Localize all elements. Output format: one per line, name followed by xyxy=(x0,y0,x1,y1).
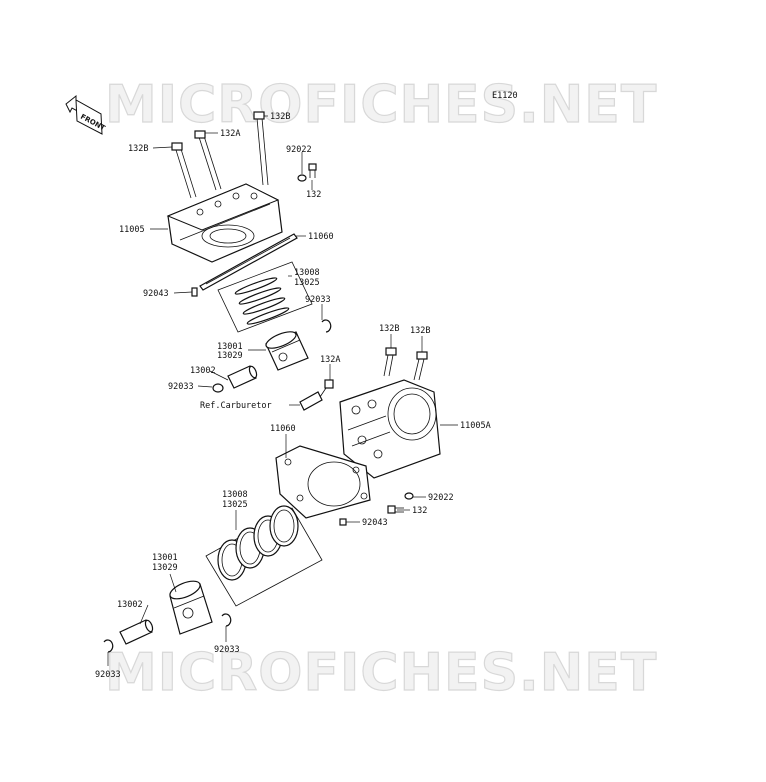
label-13002-top: 13002 xyxy=(190,366,216,376)
label-13002-bottom: 13002 xyxy=(117,600,143,610)
piston-pin-13002-top xyxy=(227,365,258,389)
circlip-92033-b xyxy=(212,383,224,393)
front-arrow-icon: FRONT xyxy=(65,94,107,135)
circlip-92033-a xyxy=(321,319,332,333)
label-92043-top: 92043 xyxy=(143,289,169,299)
label-92022-top: 92022 xyxy=(286,145,312,155)
label-92022-bottom: 92022 xyxy=(428,493,454,503)
label-13001-bottom: 13001 xyxy=(152,553,178,563)
label-92043-bottom: 92043 xyxy=(362,518,388,528)
piston-13001-top xyxy=(265,331,309,371)
diagram-code: E1120 xyxy=(492,91,518,101)
label-132-bottom: 132 xyxy=(412,506,427,516)
gasket-11060-bottom xyxy=(275,445,371,519)
label-13008-bottom: 13008 xyxy=(222,490,248,500)
label-13029-top: 13029 xyxy=(217,351,243,361)
bolt-132a-top xyxy=(194,130,222,191)
label-132b-left: 132B xyxy=(128,144,148,154)
label-92033-a: 92033 xyxy=(305,295,331,305)
washer-92022-bottom xyxy=(404,492,414,500)
watermark-bottom: MICROFICHES.NET xyxy=(105,643,657,703)
circlip-92033-c xyxy=(221,613,232,627)
carburetor-stub xyxy=(299,391,323,411)
label-13001-top: 13001 xyxy=(217,342,243,352)
dowel-92043-bottom xyxy=(339,518,347,526)
circlip-92033-d xyxy=(103,639,114,653)
rings-13008-top xyxy=(217,261,313,333)
cylinder-11005a xyxy=(339,379,441,479)
label-132a-top: 132A xyxy=(220,129,240,139)
piston-13001-bottom xyxy=(169,580,213,635)
label-11005a: 11005A xyxy=(460,421,491,431)
bolt-132-bottom xyxy=(387,505,404,514)
gasket-11060-top xyxy=(199,233,298,291)
label-92033-c: 92033 xyxy=(214,645,240,655)
cylinder-11005 xyxy=(166,183,283,263)
label-11060-bottom: 11060 xyxy=(270,424,296,434)
piston-pin-13002-bottom xyxy=(119,619,154,645)
washer-92022-top xyxy=(297,174,307,182)
label-132a-mid: 132A xyxy=(320,355,340,365)
label-13029-bottom: 13029 xyxy=(152,563,178,573)
label-132b-r2: 132B xyxy=(410,326,430,336)
label-92033-d: 92033 xyxy=(95,670,121,680)
label-132b-top: 132B xyxy=(270,112,290,122)
bolt-132b-r1 xyxy=(383,347,397,377)
bolt-132-top xyxy=(308,163,317,178)
watermark-top: MICROFICHES.NET xyxy=(105,75,657,135)
label-ref-carburetor: Ref.Carburetor xyxy=(200,401,272,411)
label-13025-bottom: 13025 xyxy=(222,500,248,510)
label-132b-r1: 132B xyxy=(379,324,399,334)
bolt-132b-top xyxy=(253,111,269,186)
label-13025-top: 13025 xyxy=(294,278,320,288)
dowel-92043-top xyxy=(191,287,198,297)
label-13008-top: 13008 xyxy=(294,268,320,278)
label-92033-b: 92033 xyxy=(168,382,194,392)
label-11005: 11005 xyxy=(119,225,145,235)
bolt-132b-r2 xyxy=(413,351,428,381)
label-132-top: 132 xyxy=(306,190,321,200)
rings-13008-bottom xyxy=(205,505,323,607)
leader-lines xyxy=(107,115,458,666)
label-11060-top: 11060 xyxy=(308,232,334,242)
bolt-132b-left xyxy=(171,142,197,199)
